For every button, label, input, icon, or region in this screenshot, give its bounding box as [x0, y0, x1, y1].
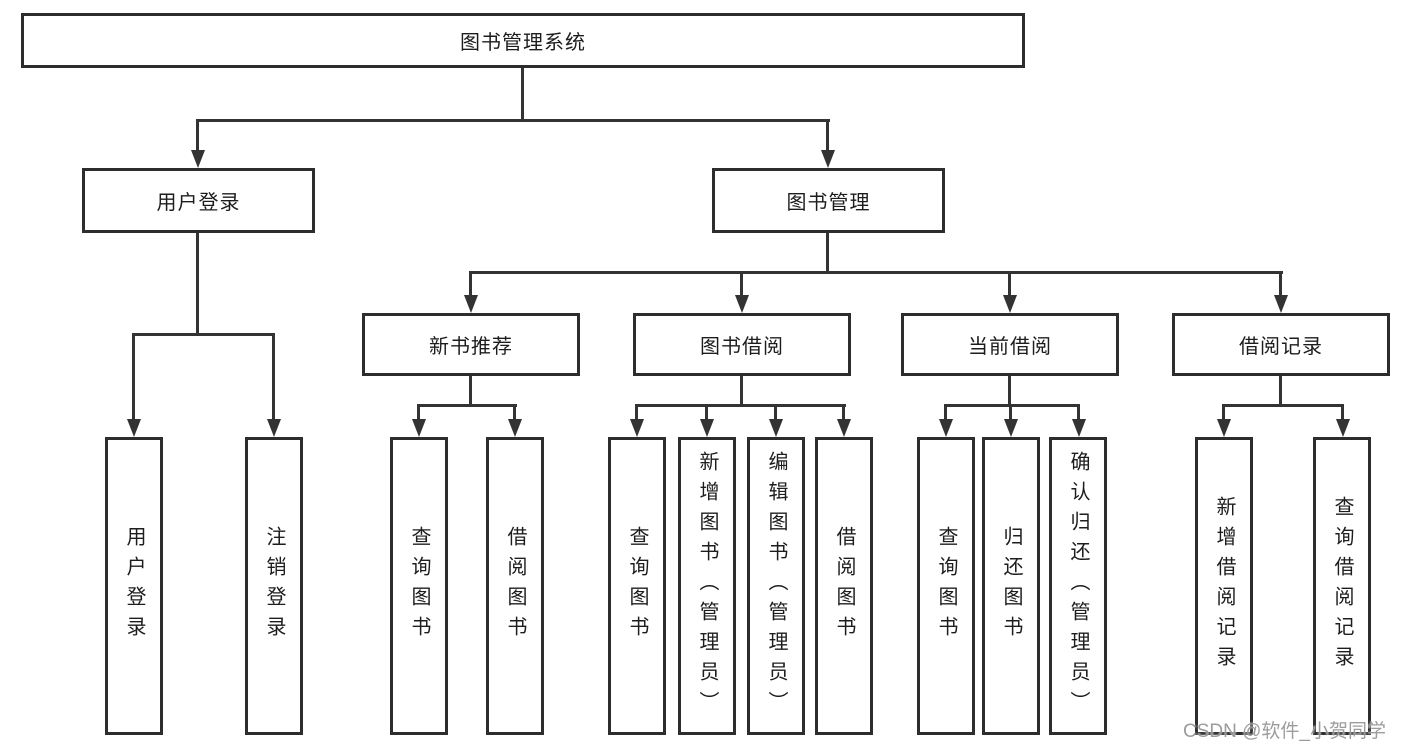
arrowhead-icon: [267, 419, 281, 437]
leaf-label: 查询借阅记录: [1331, 496, 1353, 676]
leaf-borrow-books: 借阅图书: [815, 437, 873, 735]
arrowhead-icon: [412, 419, 426, 437]
leaf-label: 借阅图书: [833, 526, 855, 646]
arrowhead-icon: [464, 295, 478, 313]
connector-line: [740, 376, 743, 407]
arrowhead-icon: [1217, 419, 1231, 437]
leaf-label: 确认归还（管理员）: [1067, 451, 1089, 721]
leaf-label: 归还图书: [1000, 526, 1022, 646]
connector-line: [417, 404, 420, 422]
arrowhead-icon: [735, 295, 749, 313]
connector-line: [469, 376, 472, 407]
arrowhead-icon: [1274, 295, 1288, 313]
connector-line: [1279, 271, 1282, 297]
leaf-query-borrow-record: 查询借阅记录: [1313, 437, 1371, 735]
node-new-book-recommendation: 新书推荐: [362, 313, 580, 376]
arrowhead-icon: [769, 419, 783, 437]
leaf-add-borrow-record: 新增借阅记录: [1195, 437, 1253, 735]
connector-line: [1222, 404, 1344, 407]
connector-line: [132, 333, 135, 421]
connector-line: [469, 271, 1283, 274]
node-user-login: 用户登录: [82, 168, 315, 233]
arrowhead-icon: [127, 419, 141, 437]
leaf-logout: 注销登录: [245, 437, 303, 735]
leaf-label: 用户登录: [123, 526, 145, 646]
connector-line: [417, 404, 517, 407]
arrowhead-icon: [1072, 419, 1086, 437]
leaf-add-books-admin: 新增图书（管理员）: [678, 437, 736, 735]
leaf-label: 编辑图书（管理员）: [765, 451, 787, 721]
connector-line: [521, 68, 524, 119]
leaf-return-books: 归还图书: [982, 437, 1040, 735]
connector-line: [1008, 376, 1011, 407]
leaf-user-login: 用户登录: [105, 437, 163, 735]
arrowhead-icon: [939, 419, 953, 437]
node-book-management: 图书管理: [712, 168, 945, 233]
node-current-borrowing: 当前借阅: [901, 313, 1119, 376]
connector-line: [705, 404, 708, 422]
connector-line: [196, 119, 199, 153]
connector-line: [132, 333, 275, 336]
leaf-edit-books-admin: 编辑图书（管理员）: [747, 437, 805, 735]
leaf-label: 注销登录: [263, 526, 285, 646]
connector-line: [1009, 404, 1012, 422]
arrowhead-icon: [821, 150, 835, 168]
connector-line: [272, 333, 275, 421]
connector-line: [196, 233, 199, 333]
connector-line: [196, 119, 830, 122]
leaf-query-books-current: 查询图书: [917, 437, 975, 735]
csdn-watermark: CSDN @软件_小贺同学: [1183, 721, 1386, 742]
arrowhead-icon: [837, 419, 851, 437]
connector-line: [635, 404, 846, 407]
leaf-label: 查询图书: [626, 526, 648, 646]
leaf-label: 借阅图书: [504, 526, 526, 646]
leaf-label: 新增图书（管理员）: [696, 451, 718, 721]
arrowhead-icon: [1004, 419, 1018, 437]
arrowhead-icon: [1336, 419, 1350, 437]
leaf-label: 查询图书: [935, 526, 957, 646]
connector-line: [740, 271, 743, 297]
connector-line: [842, 404, 845, 422]
connector-line: [469, 271, 472, 297]
arrowhead-icon: [191, 150, 205, 168]
connector-line: [944, 404, 947, 422]
leaf-label: 查询图书: [408, 526, 430, 646]
connector-line: [1222, 404, 1225, 422]
connector-line: [1279, 376, 1282, 407]
connector-line: [1077, 404, 1080, 422]
leaf-borrow-books-recommend: 借阅图书: [486, 437, 544, 735]
connector-line: [635, 404, 638, 422]
arrowhead-icon: [508, 419, 522, 437]
connector-line: [1008, 271, 1011, 297]
connector-line: [826, 119, 829, 153]
leaf-label: 新增借阅记录: [1213, 496, 1235, 676]
arrowhead-icon: [1003, 295, 1017, 313]
arrowhead-icon: [700, 419, 714, 437]
leaf-confirm-return-admin: 确认归还（管理员）: [1049, 437, 1107, 735]
leaf-query-books-recommend: 查询图书: [390, 437, 448, 735]
node-library-management-system: 图书管理系统: [21, 13, 1025, 68]
connector-line: [826, 233, 829, 273]
node-book-borrowing: 图书借阅: [633, 313, 851, 376]
leaf-query-books-borrow: 查询图书: [608, 437, 666, 735]
connector-line: [774, 404, 777, 422]
arrowhead-icon: [630, 419, 644, 437]
connector-line: [1341, 404, 1344, 422]
connector-line: [513, 404, 516, 422]
connector-line: [944, 404, 1080, 407]
node-borrowing-records: 借阅记录: [1172, 313, 1390, 376]
